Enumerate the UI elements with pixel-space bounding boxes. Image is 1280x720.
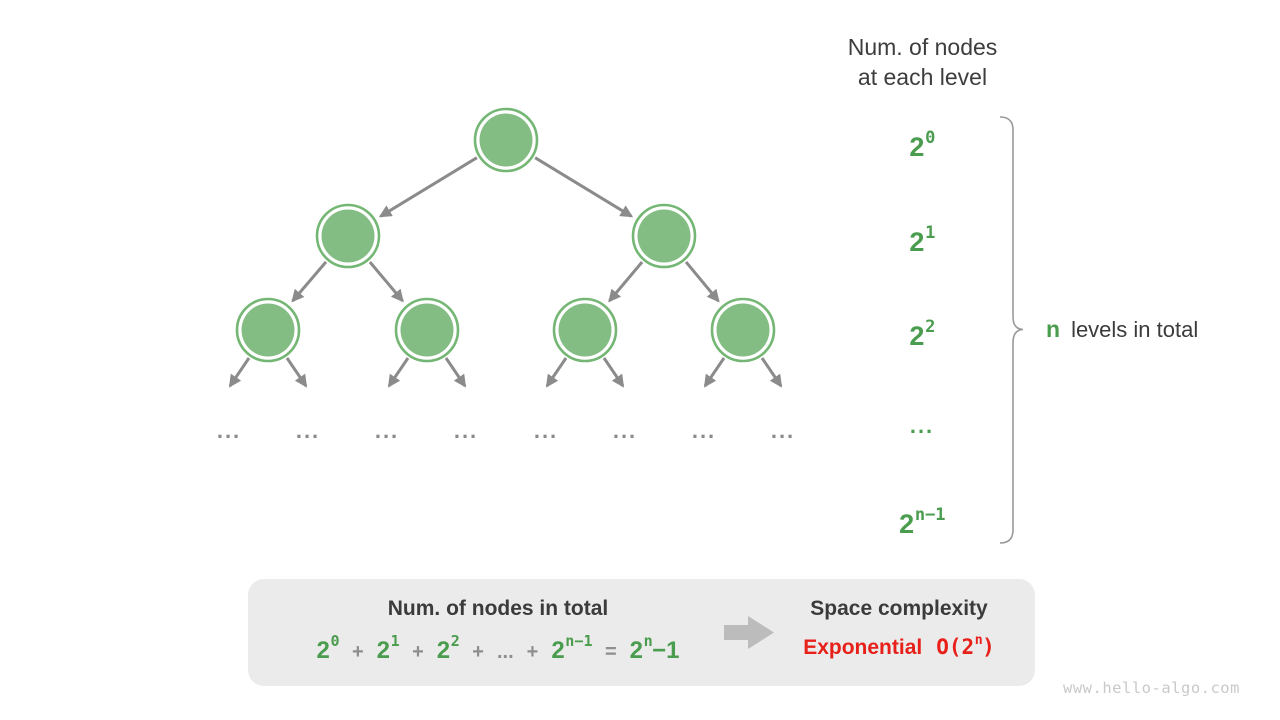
leaf-ellipsis-4: ... bbox=[453, 418, 479, 443]
level-count-ellipsis: ... bbox=[909, 413, 935, 438]
column-header-line2: at each level bbox=[857, 64, 988, 90]
tree-node bbox=[710, 297, 776, 363]
plus-operator: + bbox=[526, 641, 539, 663]
base: 2 bbox=[909, 321, 925, 351]
exponent: 0 bbox=[925, 127, 936, 148]
edge-l2b-l3d bbox=[684, 260, 720, 303]
tree-node bbox=[235, 297, 301, 363]
formula-term-1: 20 bbox=[316, 632, 340, 665]
formula-term-3: 22 bbox=[436, 632, 460, 665]
edge-l2a-l3b bbox=[368, 261, 404, 303]
total-nodes-title: Num. of nodes in total bbox=[387, 597, 609, 620]
level-count-1: 21 bbox=[860, 221, 984, 257]
exponent: 2 bbox=[925, 316, 936, 337]
levels-total-text: levels in total bbox=[1071, 317, 1199, 342]
column-header-line1: Num. of nodes bbox=[847, 34, 998, 60]
tree-node bbox=[552, 297, 618, 363]
leaf-ellipsis-1: ... bbox=[216, 418, 242, 443]
tree-nodes bbox=[235, 107, 776, 363]
base: 2 bbox=[436, 637, 451, 664]
base: 2 bbox=[376, 637, 390, 664]
leaf-ellipsis-7: ... bbox=[691, 418, 717, 443]
levels-total-caption: n levels in total bbox=[1046, 316, 1198, 343]
exponent: 0 bbox=[330, 632, 340, 651]
base: 2 bbox=[899, 509, 915, 539]
tree-node bbox=[631, 203, 697, 269]
space-complexity-value: Exponential O(2n) bbox=[768, 632, 1030, 660]
complexity-class: Exponential bbox=[803, 636, 923, 659]
exponent: n−1 bbox=[565, 632, 593, 651]
tree-node bbox=[315, 203, 381, 269]
space-complexity-title: Space complexity bbox=[810, 597, 988, 620]
o-close: ) bbox=[982, 635, 995, 659]
level-count-n: 2n−1 bbox=[860, 503, 984, 539]
tree-edges bbox=[228, 156, 783, 388]
formula-ellipsis: ... bbox=[496, 641, 514, 663]
base: 2 bbox=[551, 637, 565, 664]
edge-root-right bbox=[534, 156, 634, 218]
tree-node bbox=[394, 297, 460, 363]
total-nodes-formula: 20 + 21 + 22 + ... + 2n−1 = 2n−1 bbox=[248, 632, 748, 665]
equals-operator: = bbox=[604, 641, 617, 663]
formula-term-2: 21 bbox=[376, 632, 400, 665]
edge-l2b-l3c bbox=[608, 261, 644, 303]
right-block-arrow-icon bbox=[724, 616, 774, 649]
exponent: n−1 bbox=[914, 504, 946, 525]
plus-operator: + bbox=[412, 641, 424, 663]
leaf-arrow bbox=[545, 357, 568, 388]
base: 2 bbox=[961, 635, 975, 659]
leaf-arrow bbox=[602, 357, 625, 388]
exponent: 1 bbox=[925, 222, 936, 243]
base: 2 bbox=[909, 132, 925, 162]
leaf-arrow bbox=[228, 357, 251, 388]
exponent: 1 bbox=[390, 632, 400, 651]
summary-box: Num. of nodes in total 20 + 21 + 22 + ..… bbox=[248, 579, 1035, 686]
n-symbol: n bbox=[1046, 316, 1061, 342]
formula-term-n: 2n−1 bbox=[551, 632, 593, 665]
minus-one: −1 bbox=[652, 637, 680, 664]
level-count-2: 22 bbox=[860, 315, 984, 351]
leaf-ellipsis-2: ... bbox=[295, 418, 321, 443]
space-complexity-panel: Space complexity Exponential O(2n) bbox=[768, 579, 1030, 686]
exponent: 2 bbox=[450, 632, 460, 651]
base: 2 bbox=[316, 637, 330, 664]
exponent: n bbox=[643, 632, 653, 651]
plus-operator: + bbox=[472, 641, 484, 663]
base: 2 bbox=[909, 227, 925, 257]
edge-l2a-l3a bbox=[291, 260, 328, 303]
watermark: www.hello-algo.com bbox=[1063, 679, 1240, 697]
total-nodes-panel: Num. of nodes in total 20 + 21 + 22 + ..… bbox=[248, 579, 748, 686]
plus-operator: + bbox=[351, 641, 364, 663]
exponent: n bbox=[974, 632, 983, 648]
level-count-0: 20 bbox=[860, 126, 984, 162]
leaf-arrow bbox=[387, 357, 410, 388]
column-header: Num. of nodes at each level bbox=[795, 32, 1050, 92]
formula-result: 2n−1 bbox=[629, 632, 680, 665]
leaf-arrow bbox=[444, 357, 467, 388]
base: 2 bbox=[629, 637, 644, 664]
leaf-arrow bbox=[703, 357, 726, 388]
tree-node-root bbox=[473, 107, 539, 173]
leaf-arrow bbox=[285, 357, 308, 388]
leaf-arrow bbox=[760, 357, 783, 388]
big-o-notation: O(2n) bbox=[936, 632, 995, 659]
edge-root-left bbox=[378, 156, 478, 218]
leaf-ellipsis-6: ... bbox=[612, 418, 638, 443]
levels-brace bbox=[999, 116, 1024, 544]
leaf-ellipsis-5: ... bbox=[533, 418, 559, 443]
leaf-ellipsis-8: ... bbox=[770, 418, 796, 443]
o-open: O( bbox=[936, 635, 962, 659]
leaf-ellipsis-3: ... bbox=[374, 418, 400, 443]
